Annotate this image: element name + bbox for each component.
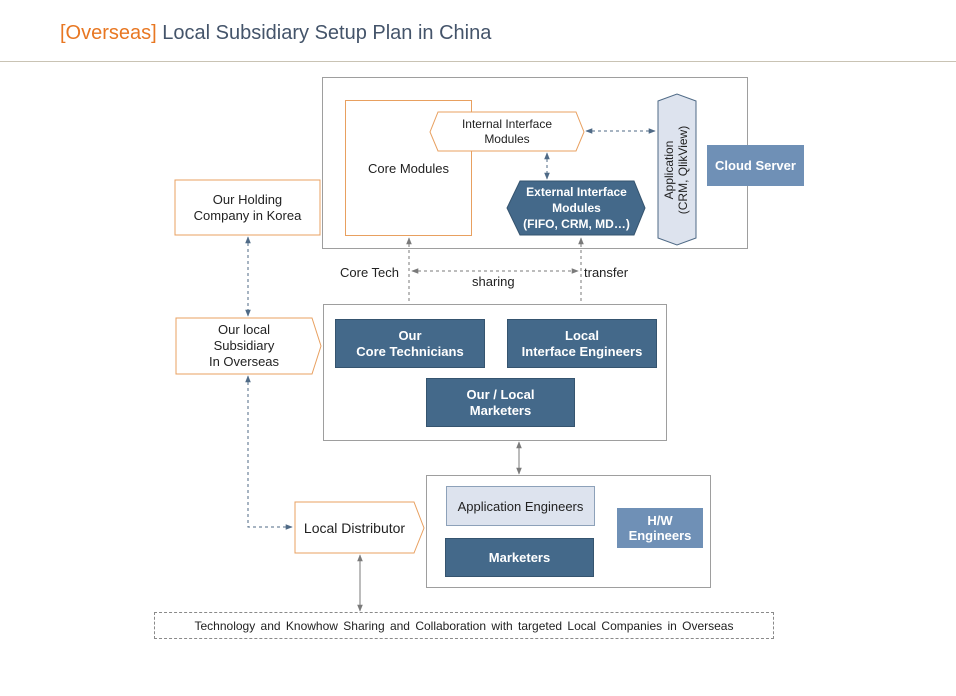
title-divider	[0, 61, 956, 62]
transfer-label: transfer	[584, 265, 629, 280]
collaboration-banner: Technology and Knowhow Sharing and Colla…	[154, 612, 774, 639]
application-label: Application (CRM, QlikView)	[662, 125, 690, 215]
sharing-label: sharing	[472, 274, 515, 289]
core-technicians-box: Our Core Technicians	[335, 319, 485, 368]
hw-engineers-box: H/W Engineers	[617, 508, 703, 548]
core-tech-label: Core Tech	[340, 265, 400, 280]
title-main: Local Subsidiary Setup Plan in China	[162, 22, 492, 44]
local-subsidiary-node: Our local Subsidiary In Overseas	[176, 318, 312, 374]
core-technicians-label: Our Core Technicians	[356, 327, 464, 359]
marketers-label: Marketers	[488, 549, 551, 565]
holding-company-label: Our Holding Company in Korea	[193, 191, 302, 223]
external-interface-label: External Interface Modules (FIFO, CRM, M…	[523, 185, 630, 231]
holding-company-node: Our Holding Company in Korea	[175, 180, 320, 235]
cloud-server-box: Cloud Server	[707, 145, 804, 186]
hw-engineers-label: H/W Engineers	[628, 513, 692, 543]
interface-engineers-box: Local Interface Engineers	[507, 319, 657, 368]
core-modules-label: Core Modules	[368, 161, 449, 176]
internal-interface-modules: Internal Interface Modules	[438, 112, 576, 151]
interface-engineers-label: Local Interface Engineers	[521, 327, 643, 359]
subsidiary-to-distributor-connector	[245, 375, 293, 530]
application-engineers-box: Application Engineers	[446, 486, 595, 526]
external-interface-modules: External Interface Modules (FIFO, CRM, M…	[513, 181, 640, 235]
local-marketers-box: Our / Local Marketers	[426, 378, 575, 427]
local-distributor-node: Local Distributor	[295, 502, 414, 553]
local-subsidiary-label: Our local Subsidiary In Overseas	[208, 322, 280, 369]
collaboration-banner-text: Technology and Knowhow Sharing and Colla…	[194, 618, 734, 633]
title-accent: [Overseas]	[60, 22, 157, 44]
application-engineers-label: Application Engineers	[457, 498, 584, 514]
local-marketers-label: Our / Local Marketers	[466, 386, 535, 418]
marketers-box: Marketers	[445, 538, 594, 577]
local-distributor-label: Local Distributor	[303, 519, 406, 536]
cloud-server-label: Cloud Server	[715, 158, 796, 173]
page-title: [Overseas] Local Subsidiary Setup Plan i…	[60, 22, 491, 45]
internal-interface-label: Internal Interface Modules	[461, 116, 553, 146]
